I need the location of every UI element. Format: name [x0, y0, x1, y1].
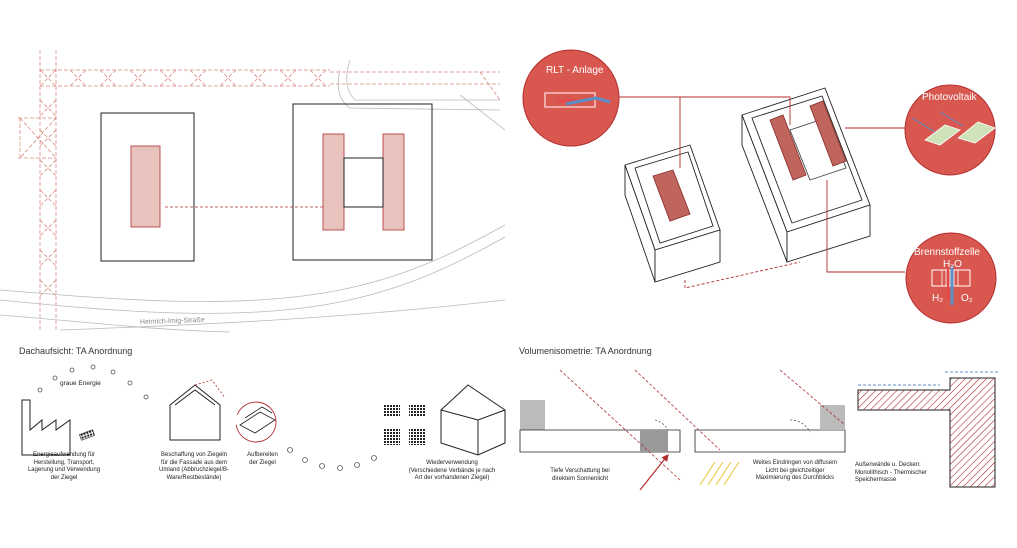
house-icon	[169, 384, 221, 441]
bubble-fuel-o2: O₂	[961, 293, 973, 304]
courtyard	[343, 157, 384, 208]
bubble-fuel-title: Brennstoffzelle	[914, 247, 980, 258]
caption-energie: Energieaufwendung für Herstellung, Trans…	[27, 452, 101, 481]
bond-pattern-1	[383, 404, 400, 417]
caption-wiederverwendung: Wiederverwendung (Verschiedene Verbände …	[408, 460, 496, 481]
left-caption: Dachaufsicht: TA Anordnung	[19, 346, 133, 356]
bubble-fuel-h2: H₂	[932, 293, 943, 304]
brick-cycle	[21, 364, 506, 471]
bond-pattern-3	[383, 428, 400, 445]
building-left	[100, 112, 195, 262]
bubble-rlt	[522, 49, 620, 147]
building-right	[292, 103, 433, 261]
bubble-fuel-h2o: H₂O	[943, 259, 962, 270]
caption-weites-eindringen: Weites Eindringen von diffusem Licht bei…	[752, 460, 838, 481]
caption-beschaffung: Beschaffung von Ziegeln für die Fassade …	[158, 452, 230, 481]
right-caption: Volumenisometrie: TA Anordnung	[519, 346, 652, 356]
iso-block-left	[624, 144, 721, 283]
brick-volume-right-b	[382, 133, 405, 231]
bubble-photovoltaik-title: Photovoltaik	[922, 92, 977, 103]
caption-aussenwaende: Außenwände u. Decken: Monolithisch - The…	[855, 462, 927, 483]
crane-track-left	[18, 50, 57, 330]
brick-volume-left	[130, 145, 161, 228]
bond-pattern-4	[409, 428, 426, 445]
caption-tiefe-verschattung: Tiefe Verschattung bei direktem Sonnenli…	[550, 468, 610, 482]
simple-house-icon	[440, 384, 506, 456]
graue-energie-label: graue Energie	[60, 380, 101, 387]
street-lines	[0, 59, 506, 333]
brick-volume-right-a	[322, 133, 345, 231]
bubble-rlt-title: RLT - Anlage	[546, 65, 604, 76]
bond-pattern-2	[409, 404, 426, 417]
shading-diagram	[519, 369, 846, 491]
crane-track-top	[39, 69, 330, 87]
site-plan	[0, 50, 506, 333]
brick-stack-icon	[235, 401, 277, 443]
wall-detail	[857, 371, 1000, 488]
factory-icon	[21, 399, 71, 456]
volume-isometry: RLT - Anlage Photovoltaik Brennstoffzell…	[522, 49, 997, 324]
iso-block-right	[741, 87, 871, 263]
street-name: Heinrich-Imig-Straße	[140, 317, 205, 326]
caption-aufbereiten: Aufbereiten der Ziegel	[247, 452, 278, 466]
